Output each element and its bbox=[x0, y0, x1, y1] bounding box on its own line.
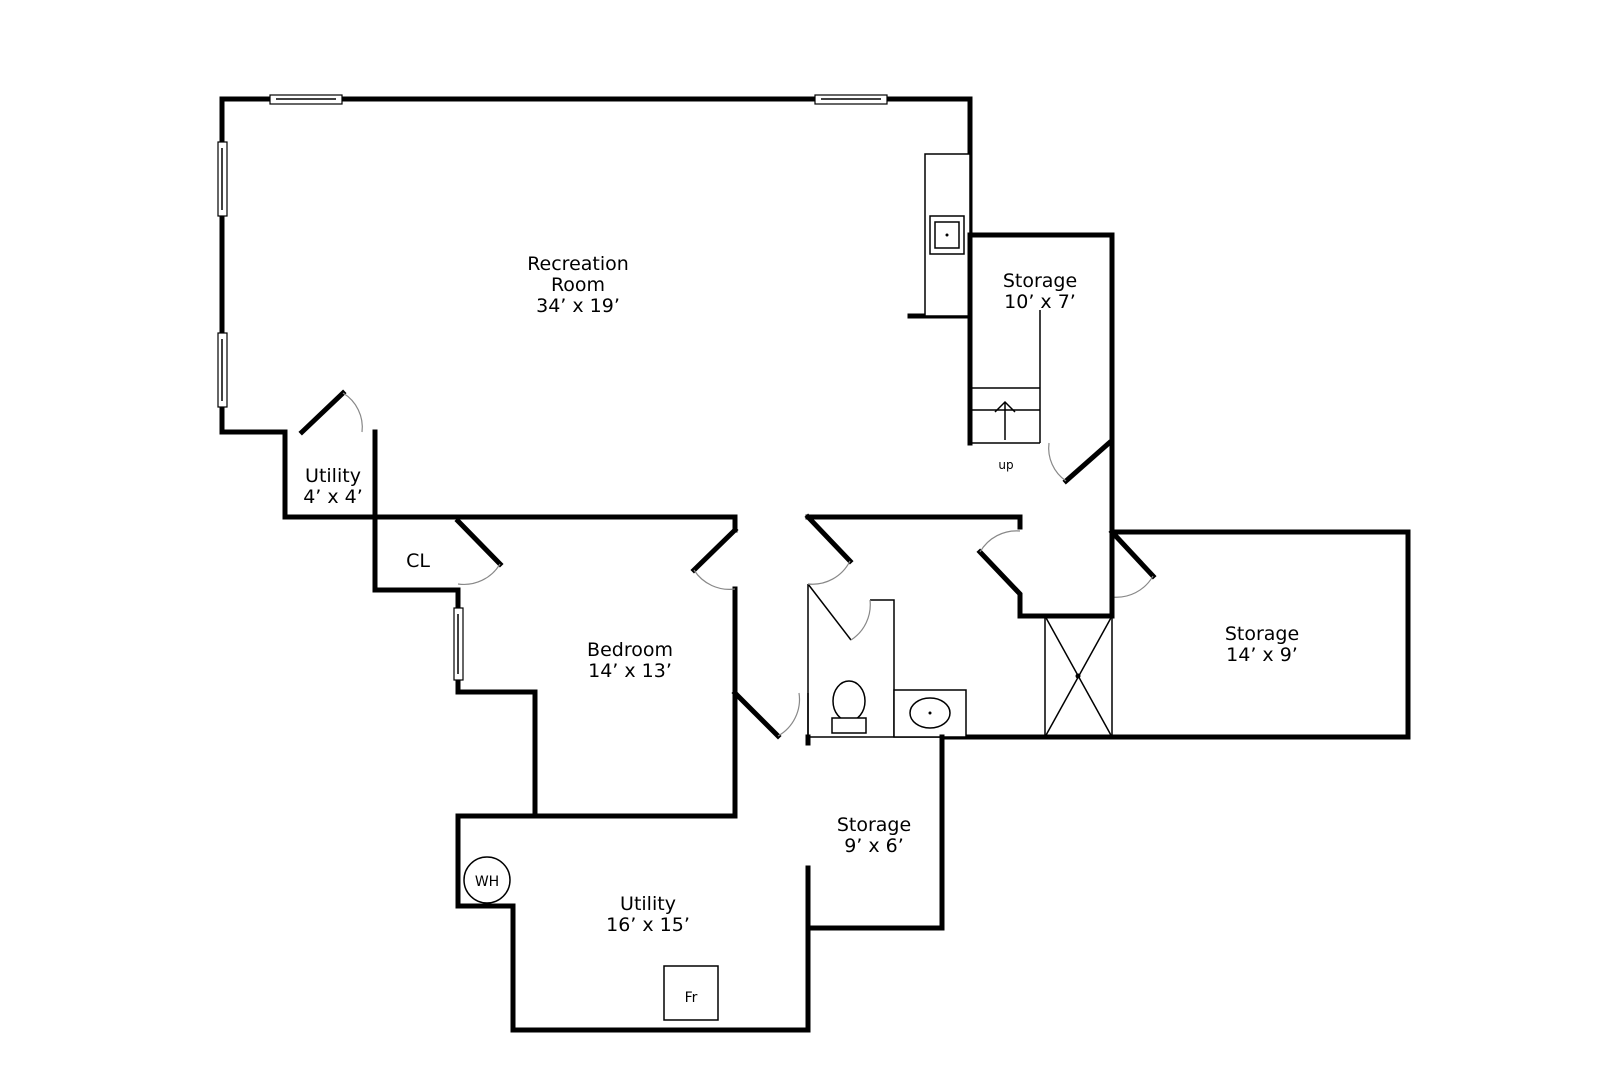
storage-mid-name: Storage bbox=[837, 814, 911, 836]
utility-door-swing bbox=[777, 692, 801, 737]
utility-large-name: Utility bbox=[620, 893, 676, 915]
storage-right-name: Storage bbox=[1225, 623, 1299, 645]
storage-right-size: 14’ x 9’ bbox=[1226, 644, 1298, 666]
closet-walls bbox=[372, 514, 738, 593]
bedroom-door-swing bbox=[693, 569, 736, 590]
recreation-room-name-1: Recreation bbox=[527, 253, 629, 275]
storage-right-walls bbox=[939, 528, 1411, 740]
recreation-room-name-2: Room bbox=[551, 274, 605, 296]
closet-door-swing bbox=[979, 530, 1021, 553]
utility-small-size: 4’ x 4’ bbox=[303, 486, 363, 508]
recreation-room-size: 34’ x 19’ bbox=[536, 295, 620, 317]
bedroom-size: 14’ x 13’ bbox=[588, 660, 672, 682]
storage-mid-size: 9’ x 6’ bbox=[844, 835, 904, 857]
stair-door-swing bbox=[1048, 442, 1067, 482]
stairs bbox=[970, 387, 1040, 444]
furnace bbox=[663, 965, 719, 1021]
hall-door-swing bbox=[807, 560, 851, 585]
storage-top-walls bbox=[967, 232, 1115, 535]
utility-large-size: 16’ x 15’ bbox=[606, 914, 690, 936]
utility-small-name: Utility bbox=[305, 465, 361, 487]
toilet bbox=[831, 680, 867, 734]
storage-top-size: 10’ x 7’ bbox=[1004, 291, 1076, 313]
water-heater bbox=[463, 856, 511, 904]
closet-x bbox=[1044, 615, 1113, 738]
storage-top-name: Storage bbox=[1003, 270, 1077, 292]
bath-door-swing bbox=[850, 599, 871, 641]
utility-large-walls bbox=[455, 693, 945, 1033]
utility-small-door-swing bbox=[342, 392, 363, 433]
window-top-right bbox=[814, 94, 888, 105]
window-top-left bbox=[269, 94, 343, 105]
window-left-lower bbox=[217, 332, 228, 408]
closet-name: CL bbox=[406, 550, 430, 572]
window-bedroom bbox=[453, 607, 464, 681]
storage-right-door-swing bbox=[1111, 575, 1154, 598]
furnace-label: Fr bbox=[685, 990, 698, 1006]
kitchenette-counter bbox=[924, 153, 971, 317]
vanity-sink bbox=[893, 689, 967, 738]
bedroom-name: Bedroom bbox=[587, 639, 673, 661]
closet-cl-door-swing bbox=[457, 563, 501, 586]
window-left-upper bbox=[217, 141, 228, 217]
stairs-up-label: up bbox=[998, 458, 1013, 472]
water-heater-label: WH bbox=[475, 874, 499, 890]
